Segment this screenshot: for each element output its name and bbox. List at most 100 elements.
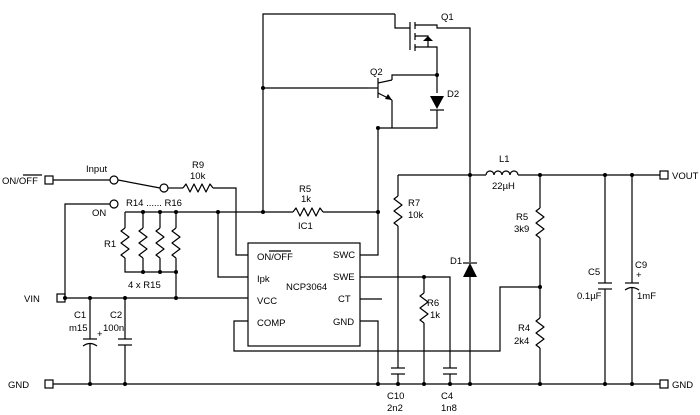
r9-to-on-off-wire — [213, 187, 248, 256]
junction-dot — [63, 296, 67, 300]
q1-label: Q1 — [441, 12, 454, 23]
junction-dot — [158, 270, 162, 274]
wire — [415, 35, 429, 47]
vout-terminal[interactable] — [659, 170, 669, 180]
r5-3k9-resistor — [535, 207, 545, 239]
junction-dot — [174, 270, 178, 274]
c5-value: 0.1µF — [577, 291, 602, 302]
l1-inductor — [485, 170, 519, 176]
q2-label: Q2 — [370, 67, 383, 78]
r5b-ref: R5 — [516, 212, 528, 223]
junction-dot — [141, 210, 145, 214]
q2-emitter-arrow — [385, 94, 392, 100]
r6-resistor — [419, 292, 429, 324]
switch-lever[interactable] — [117, 179, 161, 189]
switch-label-input: Input — [86, 164, 107, 175]
r5a-value: 1k — [301, 194, 311, 205]
c9-plus: + — [636, 270, 642, 281]
wire — [415, 24, 460, 29]
c4-ref: C4 — [441, 391, 453, 402]
wire — [415, 46, 438, 55]
ic-pin-comp: COMP — [257, 318, 286, 329]
ic-pin-vcc: VCC — [257, 296, 277, 307]
junction-dot — [123, 382, 127, 386]
switch-contact-on — [109, 199, 119, 209]
r6-ref: R6 — [427, 298, 439, 309]
ic-pin-swc: SWC — [333, 250, 355, 261]
r9-value: 10k — [190, 171, 206, 182]
gnd-left-label: GND — [8, 380, 29, 391]
junction-dot — [141, 270, 145, 274]
c4-value: 1n8 — [441, 403, 457, 414]
r5a-ref: R5 — [299, 184, 311, 195]
junction-dot — [396, 382, 400, 386]
ipk-wire — [217, 212, 248, 278]
r-array-label: 4 x R15 — [128, 280, 161, 291]
comp-feedback-wire — [233, 286, 540, 352]
wire — [394, 14, 410, 29]
ic-ncp3064-body — [247, 242, 361, 347]
swc-wire — [360, 128, 379, 256]
wire — [378, 110, 438, 129]
switch-contact-common — [159, 183, 169, 193]
d2-label: D2 — [447, 89, 459, 100]
r9-resistor — [182, 183, 214, 193]
junction-dot — [538, 285, 542, 289]
r1-resistor — [120, 227, 130, 259]
gnd-pin-wire — [360, 320, 379, 384]
ic-pin-swe: SWE — [333, 272, 355, 283]
c5-ref: C5 — [588, 267, 600, 278]
d1-label: D1 — [450, 256, 462, 267]
vin-label: VIN — [24, 294, 40, 305]
r4-value: 2k4 — [514, 336, 529, 347]
gnd-left-terminal[interactable] — [44, 379, 54, 389]
c1-ref: C1 — [74, 310, 86, 321]
top-loop-wire — [262, 13, 395, 212]
r4-ref: R4 — [518, 323, 530, 334]
ic1-label: IC1 — [298, 221, 313, 232]
junction-dot — [174, 210, 178, 214]
q1-body-diode-arrow — [423, 36, 433, 41]
c2-value: 100n — [103, 323, 124, 334]
junction-dot — [603, 382, 607, 386]
gnd-right-terminal[interactable] — [659, 379, 669, 389]
r5b-value: 3k9 — [514, 224, 529, 235]
wire — [391, 74, 437, 80]
c1-value: m15 — [69, 323, 87, 334]
r4-resistor — [535, 317, 545, 349]
r14-r16-label: R14 ...... R16 — [126, 198, 182, 209]
junction-dot — [448, 382, 452, 386]
junction-dot — [422, 382, 426, 386]
r5-1k-resistor — [292, 207, 324, 217]
junction-dot — [376, 210, 380, 214]
c2-ref: C2 — [110, 310, 122, 321]
d2-diode — [430, 96, 444, 109]
c10-ref: C10 — [387, 391, 404, 402]
c1-plus: + — [97, 329, 103, 340]
r15-b-resistor — [155, 227, 165, 259]
r7-resistor — [393, 195, 403, 227]
on-off-terminal[interactable] — [44, 175, 54, 185]
junction-dot — [630, 382, 634, 386]
q2-collector — [377, 79, 393, 84]
junction-dot — [468, 382, 472, 386]
r15-a-resistor — [138, 227, 148, 259]
r7-ref: R7 — [408, 198, 420, 209]
junction-dot — [538, 382, 542, 386]
r7-value: 10k — [408, 210, 424, 221]
c9-ref: C9 — [635, 260, 647, 271]
c9-plate-bottom — [624, 286, 640, 291]
c10-value: 2n2 — [387, 403, 403, 414]
l1-ref: L1 — [499, 154, 510, 165]
wire — [124, 258, 176, 273]
d1-diode — [463, 263, 477, 277]
ic-pin-ipk: Ipk — [257, 274, 270, 285]
r9-ref: R9 — [192, 160, 204, 171]
switch-label-on: ON — [92, 208, 106, 219]
ic-pin-on-off: ON/OFF — [257, 252, 293, 263]
swe-wire — [360, 276, 451, 368]
vout-label: VOUT — [672, 171, 699, 182]
c1-plate-bottom — [82, 342, 98, 347]
ic-pin-gnd: GND — [333, 317, 354, 328]
